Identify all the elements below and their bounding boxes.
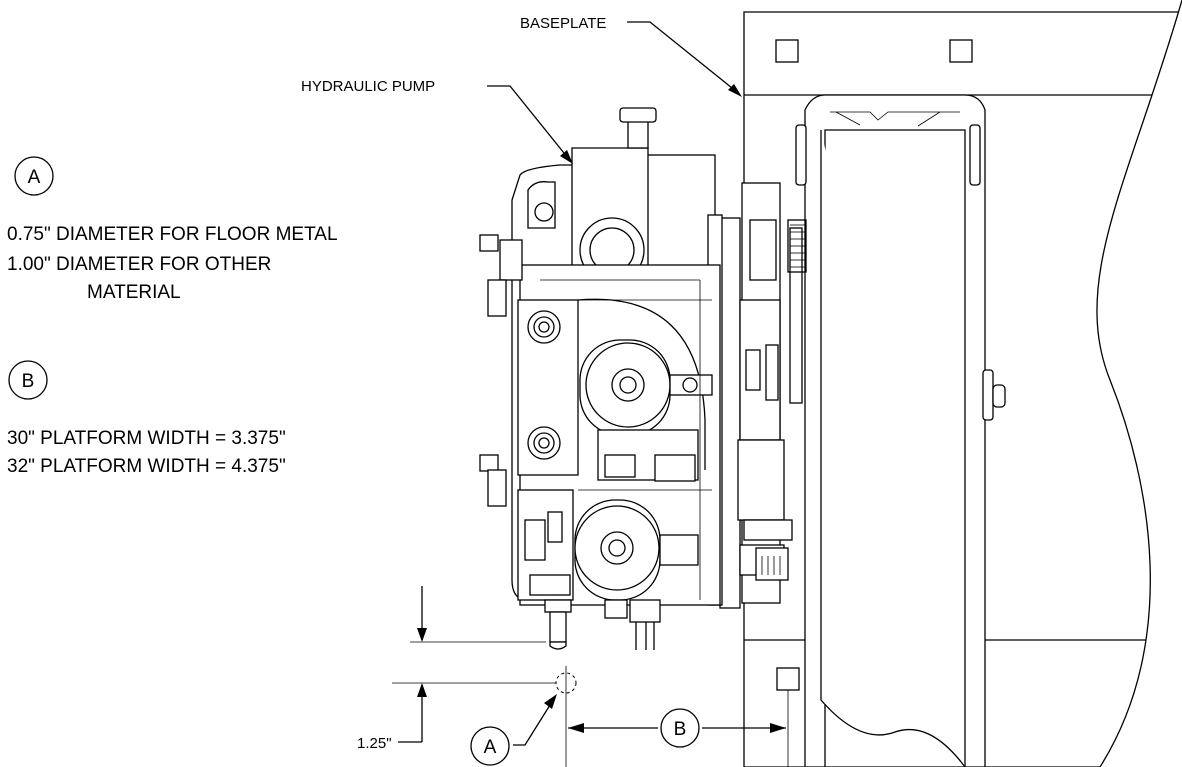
dimension-1-25-label: 1.25" — [357, 735, 392, 752]
baseplate-label: BASEPLATE — [520, 15, 606, 32]
callout-b-letter: B — [22, 371, 35, 392]
callout-a-letter: A — [28, 167, 41, 188]
dimension-vertical — [392, 586, 556, 743]
dimension-a-bubble — [470, 726, 510, 766]
dimension-horizontal — [568, 690, 789, 767]
mounting-plates — [719, 182, 793, 609]
callout-a-bubble — [14, 156, 54, 196]
break-line — [1096, 0, 1182, 767]
hole-indicator — [513, 666, 577, 767]
hydraulic-pump-label: HYDRAULIC PUMP — [301, 78, 435, 95]
note-a-line2: 1.00" DIAMETER FOR OTHER — [7, 254, 271, 275]
hydraulic-pump — [479, 107, 723, 650]
note-a-line3: MATERIAL — [87, 282, 181, 303]
note-b-line1: 30" PLATFORM WIDTH = 3.375" — [7, 428, 286, 449]
spring — [790, 224, 806, 268]
leaders — [487, 21, 742, 164]
note-a-line1: 0.75" DIAMETER FOR FLOOR METAL — [7, 224, 338, 245]
post — [787, 94, 1006, 767]
dimension-b-letter: B — [674, 719, 687, 740]
note-b-line2: 32" PLATFORM WIDTH = 4.375" — [7, 456, 286, 477]
callout-b-bubble — [8, 360, 48, 400]
break-line-stroke — [1096, 0, 1182, 767]
dimension-b-bubble — [660, 708, 700, 748]
dimension-a-letter: A — [484, 737, 497, 758]
